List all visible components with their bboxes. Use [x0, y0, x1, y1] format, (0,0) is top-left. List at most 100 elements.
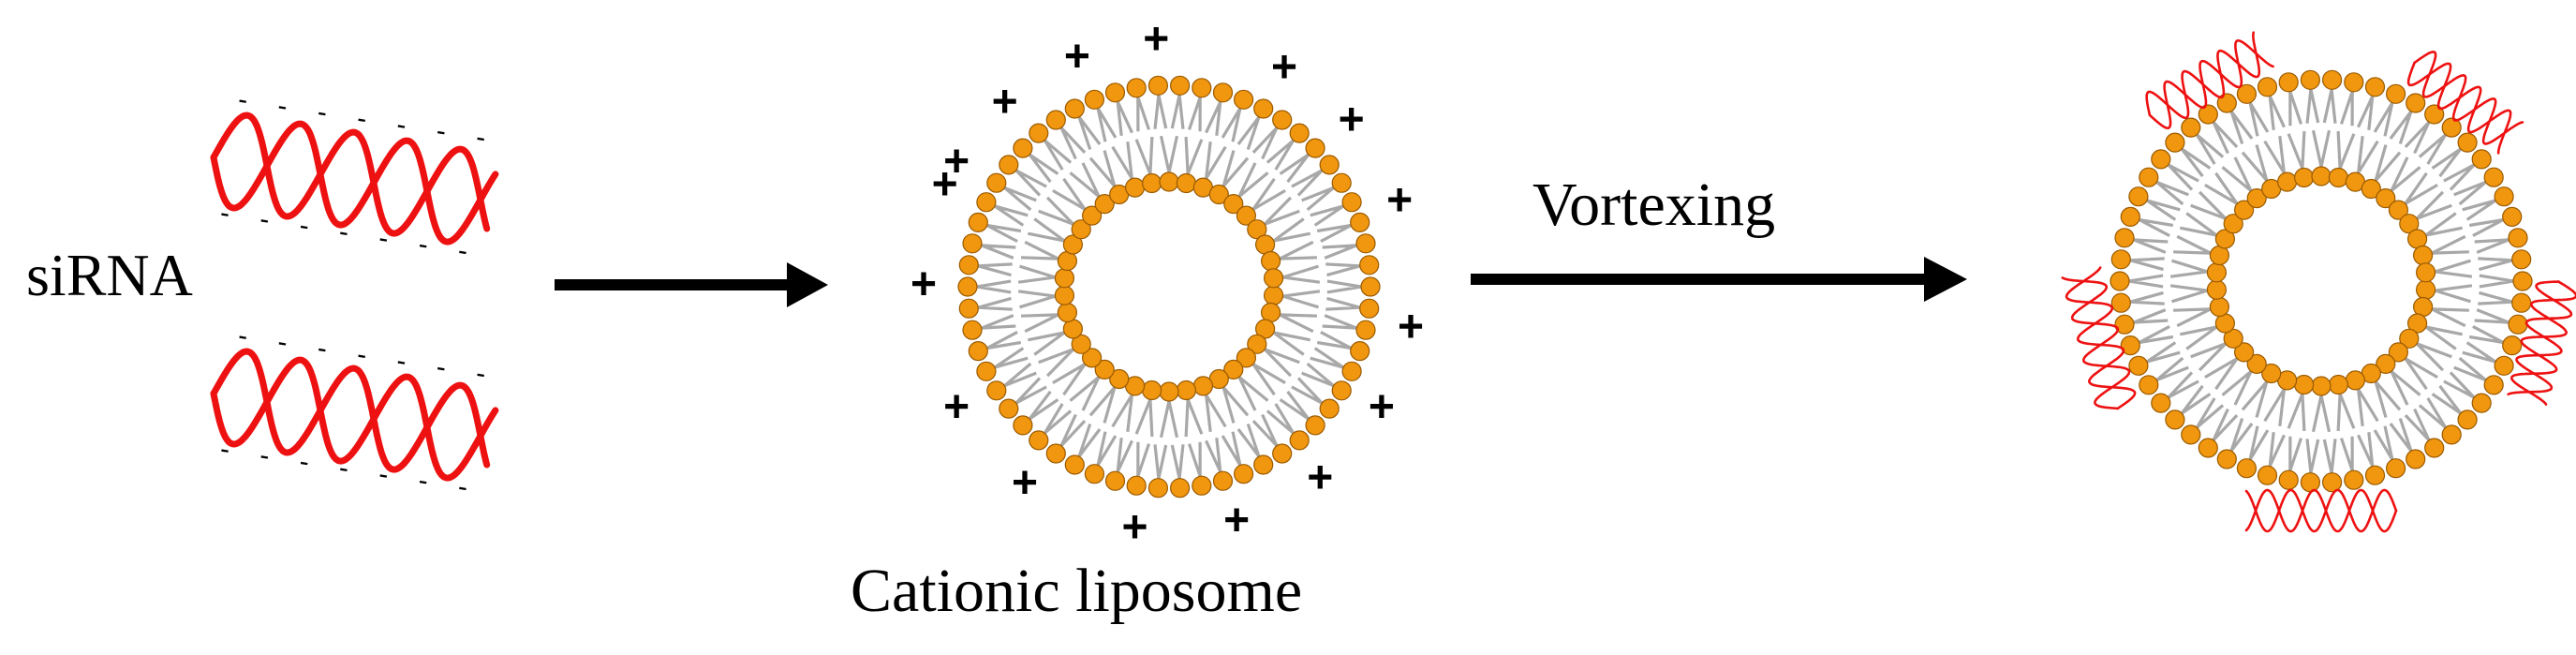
positive-charge: +	[1398, 303, 1424, 352]
lipid-head	[2502, 335, 2523, 356]
lipid-head	[2223, 328, 2243, 349]
lipid-head	[1350, 341, 1370, 362]
lipid-head	[1272, 443, 1293, 464]
lipid-head	[1124, 177, 1146, 198]
lipid-head	[2216, 449, 2237, 469]
lipid-head	[1223, 359, 1244, 380]
lipid-head	[1355, 233, 1376, 254]
lipid-head	[2110, 292, 2131, 313]
surface-sirna-1	[2145, 31, 2274, 130]
lipid-head	[1236, 205, 1257, 226]
cationic-liposome	[957, 75, 1381, 499]
lipid-head	[2234, 342, 2255, 363]
lipid-head	[2223, 214, 2243, 234]
arrow-head	[1924, 257, 1967, 302]
rna-strand	[2065, 266, 2137, 410]
negative-charge: -	[474, 122, 488, 154]
lipid-head	[1147, 478, 1169, 499]
rna-strand	[2413, 51, 2524, 145]
lipid-head	[2294, 374, 2315, 395]
positive-charge: +	[1369, 382, 1395, 432]
negative-charge: -	[316, 333, 330, 365]
positive-charge: +	[1064, 32, 1090, 82]
positive-charge: +	[943, 382, 970, 432]
lipid-head	[1081, 348, 1103, 368]
lipid-head	[2294, 167, 2315, 188]
lipid-head	[2457, 132, 2478, 153]
negative-charge: -	[394, 345, 408, 377]
positive-charge: +	[910, 260, 937, 309]
lipid-head	[2139, 375, 2159, 395]
lipid-head	[2345, 370, 2365, 391]
lipid-head	[1253, 454, 1274, 475]
outer-lipid-tails	[976, 94, 1362, 480]
lipid-head	[1233, 464, 1254, 484]
lipid-head	[1064, 98, 1085, 119]
lipid-head	[2511, 292, 2532, 313]
positive-charge: +	[1307, 454, 1333, 503]
lipid-head	[2406, 93, 2426, 113]
lipid-head	[2165, 132, 2185, 153]
sirna-helix-bottom: --------------	[210, 320, 499, 503]
lipid-head	[1223, 194, 1244, 215]
rna-strand	[2406, 61, 2512, 155]
lipid-head	[2508, 228, 2528, 248]
lipid-head	[1071, 334, 1091, 354]
lipid-head	[1263, 268, 1284, 289]
lipid-head	[2424, 438, 2445, 458]
positive-charge: +	[1339, 96, 1365, 145]
lipid-head	[1126, 78, 1147, 98]
lipid-heads	[957, 75, 1381, 499]
surface-sirna-2	[2406, 51, 2524, 155]
lipid-head	[2214, 229, 2235, 249]
positive-charge: +	[1386, 175, 1413, 225]
lipid-head	[1147, 75, 1169, 96]
sirna-helix-top: --------------	[210, 84, 499, 267]
lipid-head	[2361, 178, 2381, 200]
arrow-vortexing	[1471, 257, 1967, 302]
rna-strand	[210, 120, 499, 246]
lipid-head	[957, 276, 978, 297]
positive-charge: +	[943, 137, 970, 186]
lipid-head	[2120, 335, 2140, 356]
rna-strand	[210, 348, 491, 473]
negative-charge: -	[258, 439, 272, 471]
lipid-head	[958, 298, 979, 319]
lipid-head	[2209, 296, 2229, 318]
lipid-head	[976, 192, 997, 213]
lipid-head	[1141, 172, 1162, 194]
lipid-head	[2511, 249, 2532, 270]
lipid-head	[2483, 167, 2504, 187]
lipid-head	[1247, 219, 1267, 240]
lipid-head	[2328, 374, 2348, 395]
lipid-head	[2322, 69, 2343, 90]
lipid-head	[2399, 214, 2420, 234]
lipid-head	[1236, 348, 1257, 368]
lipid-head	[1159, 381, 1179, 402]
surface-sirna-4	[2244, 488, 2398, 533]
negative-charge: -	[355, 339, 369, 371]
lipid-head	[2494, 355, 2514, 376]
lipid-head	[2216, 93, 2237, 113]
lipid-head	[2151, 149, 2171, 170]
negative-charge: -	[337, 453, 351, 484]
lipid-heads	[2110, 69, 2533, 493]
lipid-head	[1104, 470, 1126, 491]
rna-strand	[2148, 38, 2274, 130]
lipid-bilayer	[2110, 69, 2533, 493]
lipid-head	[2139, 167, 2159, 187]
lipid-head	[1289, 430, 1310, 451]
positive-charge: +	[1012, 458, 1038, 508]
lipid-head	[2257, 77, 2278, 97]
lipid-head	[1045, 110, 1066, 130]
rna-strand	[2061, 276, 2131, 410]
lipid-head	[2300, 472, 2320, 493]
lipid-head	[1029, 123, 1049, 143]
lipid-head	[2344, 469, 2364, 490]
lipid-head	[2399, 328, 2420, 349]
lipid-head	[2198, 438, 2218, 458]
lipid-head	[2128, 355, 2149, 376]
lipid-head	[2110, 249, 2131, 270]
lipid-head	[2388, 342, 2408, 363]
